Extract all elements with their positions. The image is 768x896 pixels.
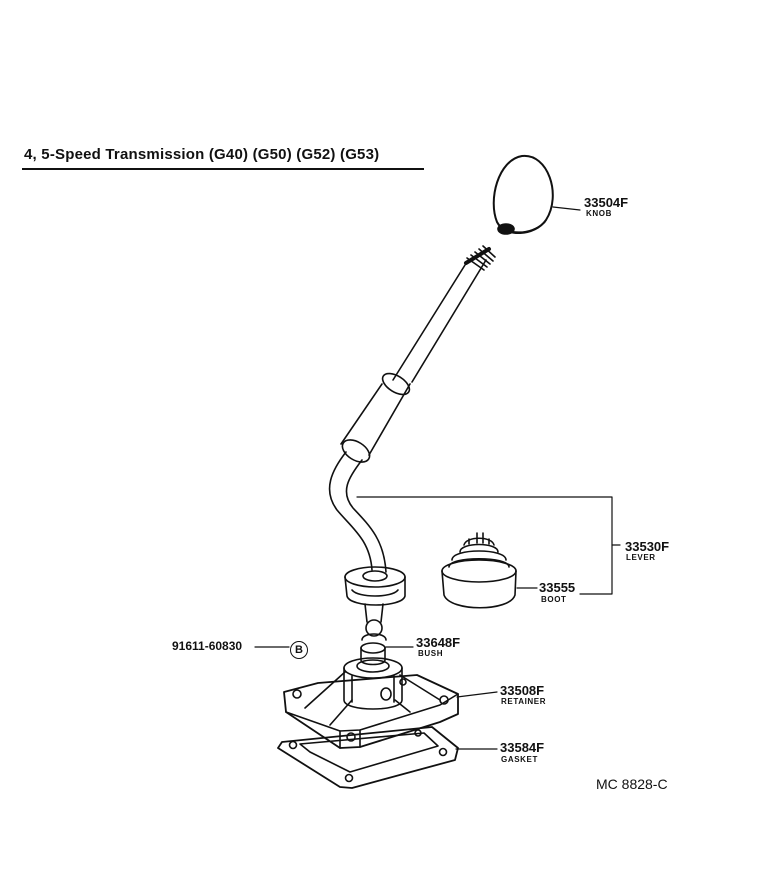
- boot-part-name: BOOT: [541, 595, 567, 604]
- bush-part-number: 33648F: [416, 635, 461, 650]
- lever-drawing: [328, 245, 496, 641]
- knob-part-number: 33504F: [584, 195, 629, 210]
- gasket-part-number: 33584F: [500, 740, 545, 755]
- diagram-title: 4, 5-Speed Transmission (G40) (G50) (G52…: [24, 146, 380, 163]
- retainer-part-name: RETAINER: [501, 697, 547, 706]
- title-underline: [22, 168, 424, 170]
- bolt-part-number: 91611-60830: [172, 639, 243, 653]
- retainer-drawing: [283, 657, 459, 749]
- diagram-reference-code: MC 8828-C: [596, 776, 668, 792]
- knob-drawing: [492, 154, 554, 235]
- leader-lines: [254, 206, 621, 750]
- retainer-part-number: 33508F: [500, 683, 545, 698]
- bush-drawing: [360, 642, 386, 666]
- lever-part-number: 33530F: [625, 539, 670, 554]
- lever-part-name: LEVER: [626, 553, 656, 562]
- gasket-drawing: [277, 726, 459, 789]
- bolt-symbol-badge: B: [290, 641, 308, 659]
- bush-part-name: BUSH: [418, 649, 444, 658]
- boot-part-number: 33555: [539, 580, 576, 595]
- boot-drawing: [441, 532, 517, 609]
- knob-part-name: KNOB: [586, 209, 612, 218]
- gasket-part-name: GASKET: [501, 755, 538, 764]
